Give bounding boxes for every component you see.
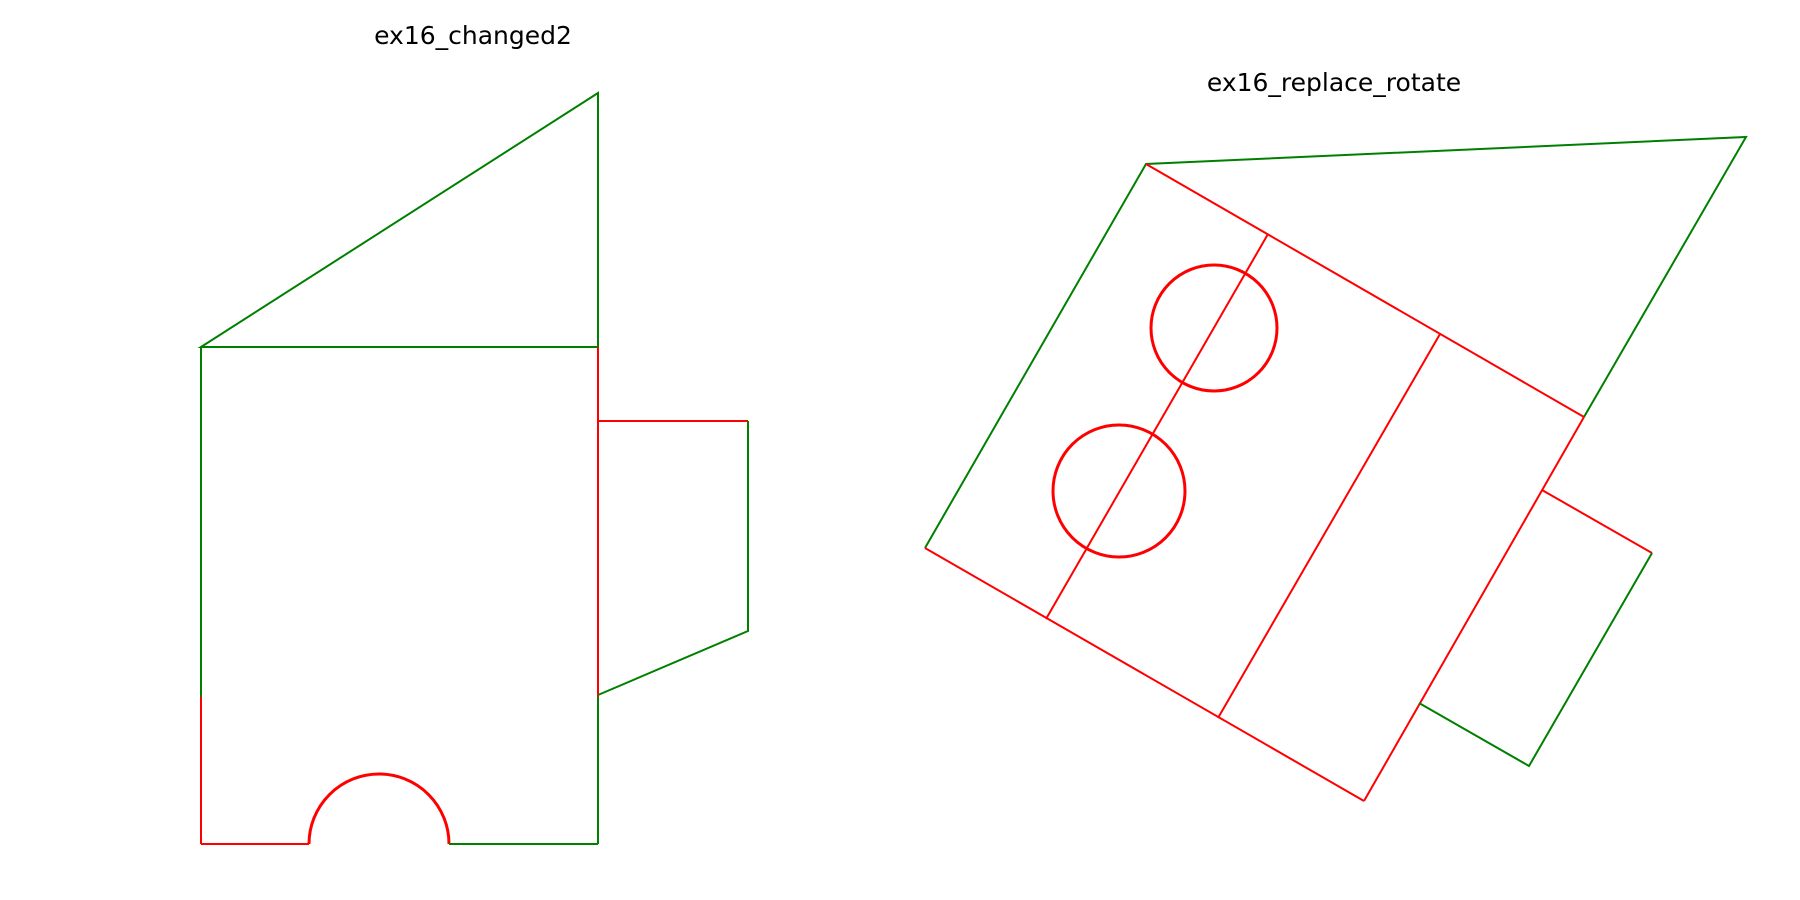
rotated-top-shape (924, 135, 1748, 549)
panel-right-title: ex16_replace_rotate (1207, 68, 1461, 97)
rotated-side-outline (1418, 552, 1653, 768)
semicircle-notch (307, 772, 451, 845)
panel-left-title: ex16_changed2 (374, 21, 572, 50)
circle-upper (1149, 263, 1279, 393)
rotated-side-top (1541, 489, 1653, 554)
divider-line-1 (1045, 233, 1269, 620)
rotated-rect-bottom-edge (924, 547, 1365, 802)
circle-lower (1051, 423, 1187, 559)
side-shape-outline (597, 421, 749, 696)
divider-line-2 (1217, 333, 1441, 719)
rotated-rect-top-edge (1145, 163, 1585, 418)
panel-right: ex16_replace_rotate (924, 68, 1748, 802)
triangle-shape (197, 91, 599, 348)
panel-left: ex16_changed2 (197, 21, 749, 845)
rotated-rect-right-edge (1363, 416, 1585, 802)
